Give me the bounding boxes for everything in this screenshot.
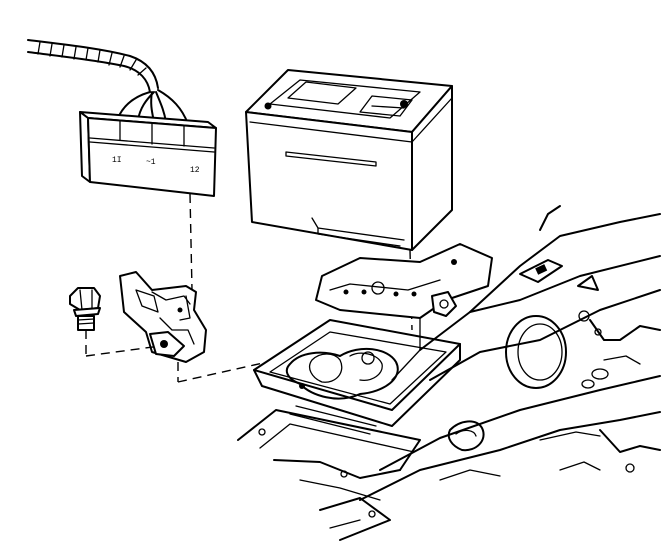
connector-label-mid: ~1	[146, 158, 156, 167]
connector-block: 1I ~1 12	[79, 111, 217, 197]
connector-label-right: 12	[190, 166, 200, 175]
battery	[245, 69, 453, 251]
wiring-harness	[27, 39, 189, 125]
connector-label-left: 1I	[112, 156, 122, 165]
tray-support	[315, 243, 493, 381]
battery-hold-down-bracket	[119, 271, 207, 363]
vehicle-frame	[237, 205, 661, 541]
battery-tray	[253, 319, 461, 435]
bolt	[69, 287, 101, 331]
